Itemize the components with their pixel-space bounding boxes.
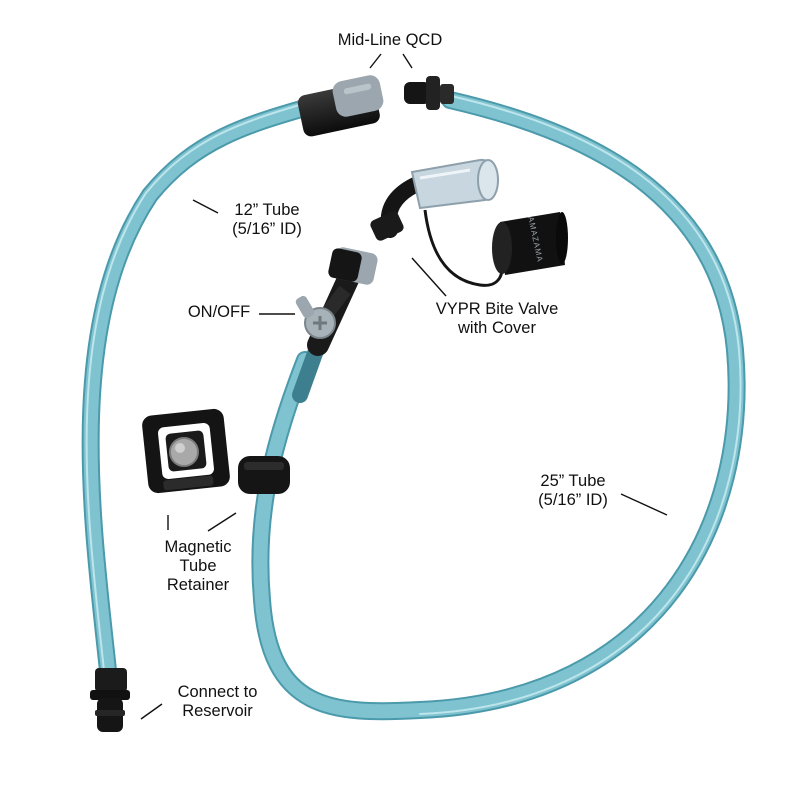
tube-magnet-clip	[238, 456, 290, 494]
reservoir-connector	[90, 668, 130, 732]
label-on-off: ON/OFF	[180, 303, 258, 322]
leader-retainer-right	[207, 512, 237, 532]
tube-12-inch	[81, 96, 324, 699]
label-tube-12-line1: 12” Tube	[234, 201, 300, 219]
midline-qcd-female	[297, 75, 384, 137]
leader-midline-qcd-right	[402, 53, 413, 69]
leader-bite-valve	[411, 257, 447, 297]
midline-qcd-male	[404, 76, 454, 110]
label-retainer-line2: Tube	[179, 557, 217, 575]
label-reservoir-line1: Connect to	[177, 683, 258, 701]
label-bite-valve-line2: with Cover	[458, 319, 536, 337]
label-midline-qcd-text: Mid-Line QCD	[337, 31, 443, 49]
label-retainer-line1: Magnetic	[164, 538, 232, 556]
label-reservoir-line2: Reservoir	[182, 702, 253, 720]
leader-lines	[140, 53, 668, 720]
label-tube-12-line2: (5/16” ID)	[232, 220, 302, 238]
label-tube-12: 12” Tube (5/16” ID)	[212, 201, 322, 239]
leader-reservoir	[140, 703, 163, 720]
on-off-valve	[295, 247, 378, 356]
bite-valve-cover: AMAZAMA	[423, 209, 568, 287]
label-reservoir: Connect to Reservoir	[160, 683, 275, 721]
leader-midline-qcd-left	[369, 53, 382, 69]
leader-tube-25	[620, 493, 668, 516]
label-midline-qcd: Mid-Line QCD	[315, 31, 465, 50]
label-bite-valve-line1: VYPR Bite Valve	[435, 300, 559, 318]
label-on-off-text: ON/OFF	[187, 303, 251, 321]
label-tube-25-line1: 25” Tube	[540, 472, 606, 490]
bite-valve	[370, 158, 499, 241]
label-tube-25: 25” Tube (5/16” ID)	[518, 472, 628, 510]
leader-tube-12	[192, 199, 219, 214]
label-retainer-line3: Retainer	[166, 576, 230, 594]
magnetic-tube-retainer	[142, 408, 230, 494]
label-tube-25-line2: (5/16” ID)	[538, 491, 608, 509]
tube-25-inch	[251, 91, 746, 721]
label-bite-valve: VYPR Bite Valve with Cover	[412, 300, 582, 338]
label-retainer: Magnetic Tube Retainer	[138, 538, 258, 595]
